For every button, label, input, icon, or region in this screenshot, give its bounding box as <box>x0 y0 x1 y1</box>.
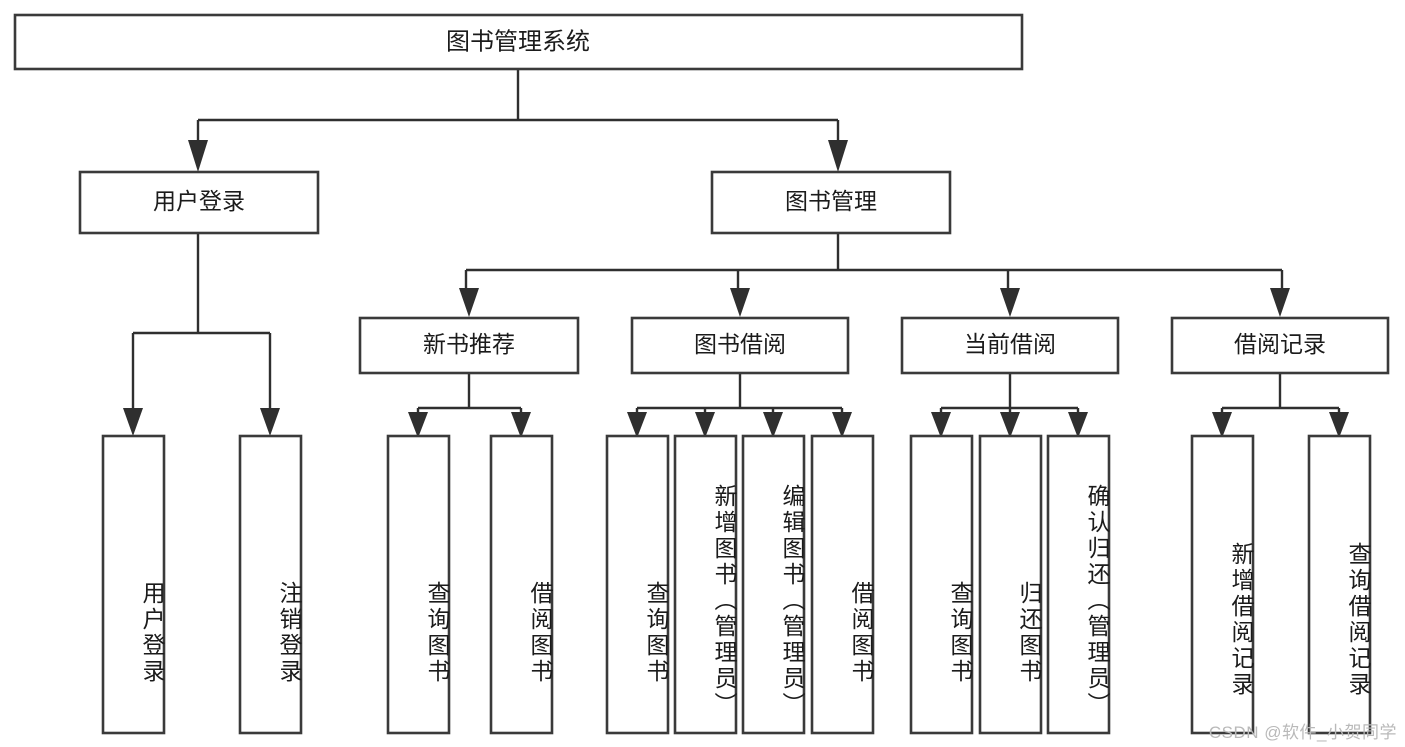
node-leaf-query-record-br-box[interactable] <box>1307 434 1372 735</box>
arrowhead-book-mgmt <box>828 140 848 172</box>
arrowhead-bb-leaf-3 <box>763 412 783 438</box>
arrowhead-borrow-records <box>1270 288 1290 317</box>
arrowhead-cb-leaf-1 <box>931 412 951 438</box>
arrowhead-cb-leaf-3 <box>1068 412 1088 438</box>
node-leaf-add-record-br-box[interactable] <box>1190 434 1255 735</box>
node-leaf-query-book-nb-box[interactable] <box>386 434 451 735</box>
node-current-borrow-label: 当前借阅 <box>964 331 1056 357</box>
arrowhead-bb-leaf-1 <box>627 412 647 438</box>
node-leaf-add-book-bb-box[interactable] <box>673 434 738 735</box>
node-leaf-return-book-cb-box[interactable] <box>978 434 1043 735</box>
arrowhead-bb-leaf-4 <box>832 412 852 438</box>
node-borrow-records-box[interactable] <box>1170 316 1390 375</box>
csdn-watermark: CSDN @软件_小贺同学 <box>1208 723 1397 742</box>
node-root-box[interactable] <box>13 13 1024 71</box>
node-current-borrow[interactable]: 当前借阅 <box>900 316 1120 375</box>
arrowhead-br-leaf-1 <box>1212 412 1232 438</box>
node-leaf-user-login-box[interactable] <box>101 434 166 735</box>
node-root-label: 图书管理系统 <box>446 28 590 55</box>
node-book-management-label: 图书管理 <box>785 188 877 214</box>
arrowhead-br-leaf-2 <box>1329 412 1349 438</box>
node-user-login-label: 用户登录 <box>153 188 245 214</box>
arrowhead-new-book-recommend <box>459 288 479 317</box>
node-new-book-recommend-box[interactable] <box>358 316 580 375</box>
arrowhead-book-borrow <box>730 288 750 317</box>
node-leaf-borrow-book-nb-box[interactable] <box>489 434 554 735</box>
arrowhead-user-login <box>188 140 208 172</box>
node-new-book-recommend-label: 新书推荐 <box>423 331 515 357</box>
node-layer: 图书管理系统 用户登录 图书管理 新书推荐 图书借阅 <box>13 13 1390 735</box>
arrowhead-leaf-logout <box>260 408 280 436</box>
node-borrow-records-label: 借阅记录 <box>1234 331 1326 357</box>
node-user-login[interactable]: 用户登录 <box>78 170 320 235</box>
node-book-borrow-label: 图书借阅 <box>694 331 786 357</box>
node-borrow-records[interactable]: 借阅记录 <box>1170 316 1390 375</box>
node-book-management[interactable]: 图书管理 <box>710 170 952 235</box>
node-new-book-recommend[interactable]: 新书推荐 <box>358 316 580 375</box>
node-leaf-logout-box[interactable] <box>238 434 303 735</box>
arrowhead-nb-leaf-1 <box>408 412 428 438</box>
arrowhead-nb-leaf-2 <box>511 412 531 438</box>
arrowhead-bb-leaf-2 <box>695 412 715 438</box>
arrowhead-layer <box>123 140 1349 438</box>
node-leaf-query-book-bb-box[interactable] <box>605 434 670 735</box>
node-current-borrow-box[interactable] <box>900 316 1120 375</box>
node-book-borrow-box[interactable] <box>630 316 850 375</box>
node-leaf-edit-book-bb-box[interactable] <box>741 434 806 735</box>
arrowhead-current-borrow <box>1000 288 1020 317</box>
node-leaf-confirm-return-cb-box[interactable] <box>1046 434 1111 735</box>
arrowhead-leaf-user-login <box>123 408 143 436</box>
node-leaf-borrow-book-bb-box[interactable] <box>810 434 875 735</box>
arrowhead-cb-leaf-2 <box>1000 412 1020 438</box>
node-root[interactable]: 图书管理系统 <box>13 13 1024 71</box>
node-book-borrow[interactable]: 图书借阅 <box>630 316 850 375</box>
node-book-management-box[interactable] <box>710 170 952 235</box>
node-user-login-box[interactable] <box>78 170 320 235</box>
node-leaf-query-book-cb-box[interactable] <box>909 434 974 735</box>
